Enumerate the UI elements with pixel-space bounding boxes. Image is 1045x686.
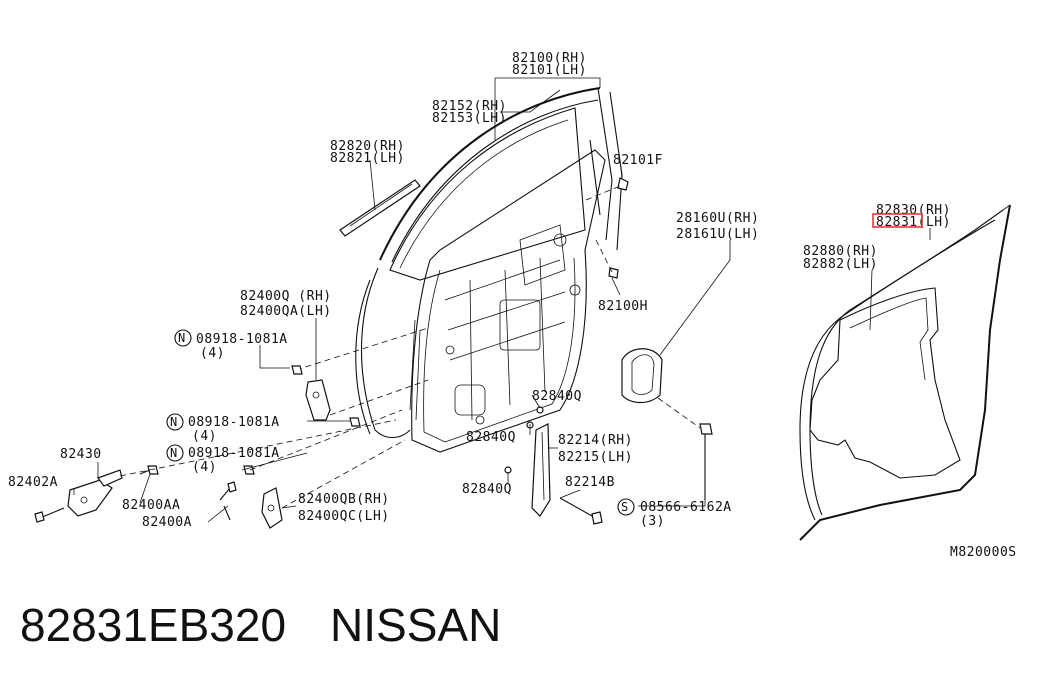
sash-channel — [531, 423, 603, 525]
s-symbol — [617, 498, 635, 516]
callout-08918-3: 08918-1081A — [188, 446, 280, 461]
callout-82840q-1: 82840Q — [532, 389, 582, 404]
speaker-screw — [699, 423, 713, 500]
callout-82400q: 82400Q (RH) — [240, 289, 332, 304]
brand-name: NISSAN — [330, 599, 502, 651]
callout-82214: 82214(RH) — [558, 433, 633, 448]
callout-82400aa: 82400AA — [122, 498, 180, 513]
drawing-reference: M820000S — [950, 545, 1017, 560]
callout-08918-2-qty: (4) — [192, 429, 217, 444]
check-link — [34, 419, 397, 523]
callout-82100: 82100(RH) — [512, 51, 587, 66]
n-symbol-1 — [174, 329, 192, 347]
door-inner-panel — [409, 149, 606, 453]
callout-08566-qty: (3) — [640, 514, 665, 529]
callout-82400qb: 82400QB(RH) — [298, 492, 390, 507]
caption: 82831EB320 NISSAN — [20, 598, 501, 658]
callout-82215: 82215(LH) — [558, 450, 633, 465]
door-outer-panel — [355, 267, 411, 439]
n-symbol-3 — [166, 444, 184, 462]
callout-82430: 82430 — [60, 447, 102, 462]
callout-08918-1: 08918-1081A — [196, 332, 288, 347]
callout-82402a: 82402A — [8, 475, 58, 490]
callout-08918-3-qty: (4) — [192, 460, 217, 475]
callout-82152: 82152(RH) — [432, 99, 507, 114]
lower-hinge — [243, 409, 406, 529]
highlight-box — [872, 213, 923, 228]
svg-text:N: N — [178, 331, 185, 345]
door-checker — [295, 327, 429, 421]
callout-28160u: 28160U(RH) — [676, 211, 759, 226]
callout-08918-1-qty: (4) — [200, 346, 225, 361]
sealing-screen — [809, 287, 961, 479]
callout-08566: 08566-6162A — [640, 500, 732, 515]
n-symbol-2 — [166, 413, 184, 431]
callout-82400qc: 82400QC(LH) — [298, 509, 390, 524]
callout-labels: 82100(RH) 82101(LH) 82152(RH) 82153(LH) … — [8, 51, 1017, 560]
door-opening-weatherstrip — [799, 204, 1011, 541]
callout-82400qa: 82400QA(LH) — [240, 304, 332, 319]
door-glass — [389, 107, 586, 281]
part-number: 82831EB320 — [20, 599, 287, 651]
callout-82820: 82820(RH) — [330, 139, 405, 154]
svg-text:N: N — [170, 415, 177, 429]
door-sash-frame — [379, 87, 623, 263]
callout-08918-2: 08918-1081A — [188, 415, 280, 430]
outer-weatherstrip — [339, 179, 421, 237]
callout-82101: 82101(LH) — [512, 63, 587, 78]
callout-82400a: 82400A — [142, 515, 192, 530]
callout-82153: 82153(LH) — [432, 111, 507, 126]
callout-82100h: 82100H — [598, 299, 648, 314]
upper-hinge-bolt — [291, 365, 361, 427]
callout-82882: 82882(LH) — [803, 257, 878, 272]
callout-82101f: 82101F — [613, 153, 663, 168]
callout-28161u: 28161U(LH) — [676, 227, 759, 242]
callout-82840q-3: 82840Q — [462, 482, 512, 497]
callout-82840q-2: 82840Q — [466, 430, 516, 445]
svg-text:N: N — [170, 446, 177, 460]
svg-text:S: S — [621, 500, 628, 514]
callout-82821: 82821(LH) — [330, 151, 405, 166]
leader-lines — [73, 77, 931, 523]
hinge-bolts — [219, 481, 237, 521]
speaker-bracket — [621, 348, 701, 429]
callout-82214b: 82214B — [565, 475, 615, 490]
frame-clips — [585, 177, 629, 279]
callout-82880: 82880(RH) — [803, 244, 878, 259]
